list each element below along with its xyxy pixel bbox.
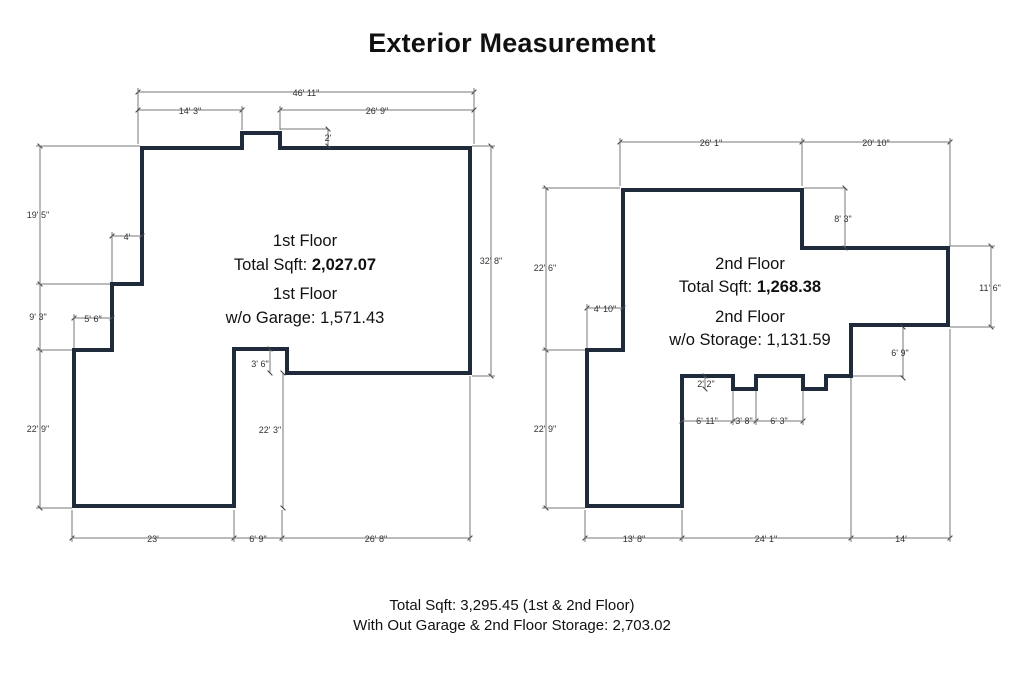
dim2-left-lower: 22' 9": [534, 424, 556, 434]
floor2-total-prefix: Total Sqft:: [679, 278, 757, 296]
dim-step-4: 4': [124, 232, 131, 242]
dim2-bottom-right: 14': [895, 534, 907, 544]
dim-top-left: 14' 3": [179, 106, 201, 116]
floor2-total-value: 1,268.38: [757, 278, 821, 296]
floor1-total-prefix: Total Sqft:: [234, 256, 312, 274]
floor2-total: Total Sqft: 1,268.38: [679, 278, 821, 296]
dim-top-total: 46' 11": [293, 88, 320, 98]
dim2-bot-3-8: 3' 8": [735, 416, 752, 426]
dim2-left-upper: 22' 6": [534, 263, 556, 273]
dim2-bot-6-3: 6' 3": [770, 416, 787, 426]
dim-step-5-6: 5' 6": [84, 314, 101, 324]
dim-garage-height: 22' 3": [259, 425, 281, 435]
dim2-bot-6-11: 6' 11": [696, 416, 718, 426]
dim-bottom-left: 23': [147, 534, 159, 544]
dim-notch: 2': [325, 133, 332, 143]
dim2-step-2-2: 2' 2": [697, 379, 714, 389]
dim-left-upper: 19' 5": [27, 210, 49, 220]
floor1-dimension-lines: [36, 88, 495, 542]
summary-footer: Total Sqft: 3,295.45 (1st & 2nd Floor) W…: [0, 596, 1024, 636]
floor1-dimension-labels: 46' 11" 14' 3" 26' 9" 2' 19' 5" 4' 9' 3"…: [27, 88, 502, 544]
dim2-bottom-mid: 24' 1": [755, 534, 777, 544]
dim-left-mid: 9' 3": [29, 312, 46, 322]
floor1-total: Total Sqft: 2,027.07: [234, 256, 376, 274]
floor1-label: 1st Floor Total Sqft: 2,027.07 1st Floor…: [225, 232, 385, 327]
floor2-without-storage: w/o Storage: 1,131.59: [668, 331, 830, 349]
floor2-wall-outline: [585, 188, 950, 508]
dim2-bottom-left: 13' 8": [623, 534, 645, 544]
dim-bottom-mid: 6' 9": [249, 534, 266, 544]
summary-without: With Out Garage & 2nd Floor Storage: 2,7…: [353, 617, 671, 634]
dim2-top-right: 20' 10": [862, 138, 889, 148]
floor1-wall-outline: [72, 131, 472, 508]
floor1-name-2: 1st Floor: [273, 285, 338, 303]
floor1-name: 1st Floor: [273, 232, 338, 250]
floor2-label: 2nd Floor Total Sqft: 1,268.38 2nd Floor…: [668, 255, 830, 349]
floor1-total-value: 2,027.07: [312, 256, 376, 274]
dim2-right: 11' 6": [979, 283, 1001, 293]
floor1-without-garage: w/o Garage: 1,571.43: [225, 309, 385, 327]
dim-garage-step: 3' 6": [251, 359, 268, 369]
floor2-plan: 26' 1" 20' 10" 8' 3" 22' 6" 11' 6" 4' 10…: [534, 138, 1001, 544]
dim2-step-6-9: 6' 9": [891, 348, 908, 358]
floor2-dimension-lines: [542, 138, 995, 542]
dim-right: 32' 8": [480, 256, 502, 266]
floor1-plan: 46' 11" 14' 3" 26' 9" 2' 19' 5" 4' 9' 3"…: [27, 88, 502, 544]
floor2-name-2: 2nd Floor: [715, 308, 785, 326]
floor2-name: 2nd Floor: [715, 255, 785, 273]
dim-left-lower: 22' 9": [27, 424, 49, 434]
floor2-dimension-labels: 26' 1" 20' 10" 8' 3" 22' 6" 11' 6" 4' 10…: [534, 138, 1001, 544]
dim-top-right: 26' 9": [366, 106, 388, 116]
dim2-step-4-10: 4' 10": [594, 304, 616, 314]
dim2-step-8-3: 8' 3": [834, 214, 851, 224]
dim-bottom-right: 26' 8": [365, 534, 387, 544]
summary-total: Total Sqft: 3,295.45 (1st & 2nd Floor): [389, 597, 635, 614]
dim2-top-left: 26' 1": [700, 138, 722, 148]
page-title: Exterior Measurement: [368, 28, 656, 58]
